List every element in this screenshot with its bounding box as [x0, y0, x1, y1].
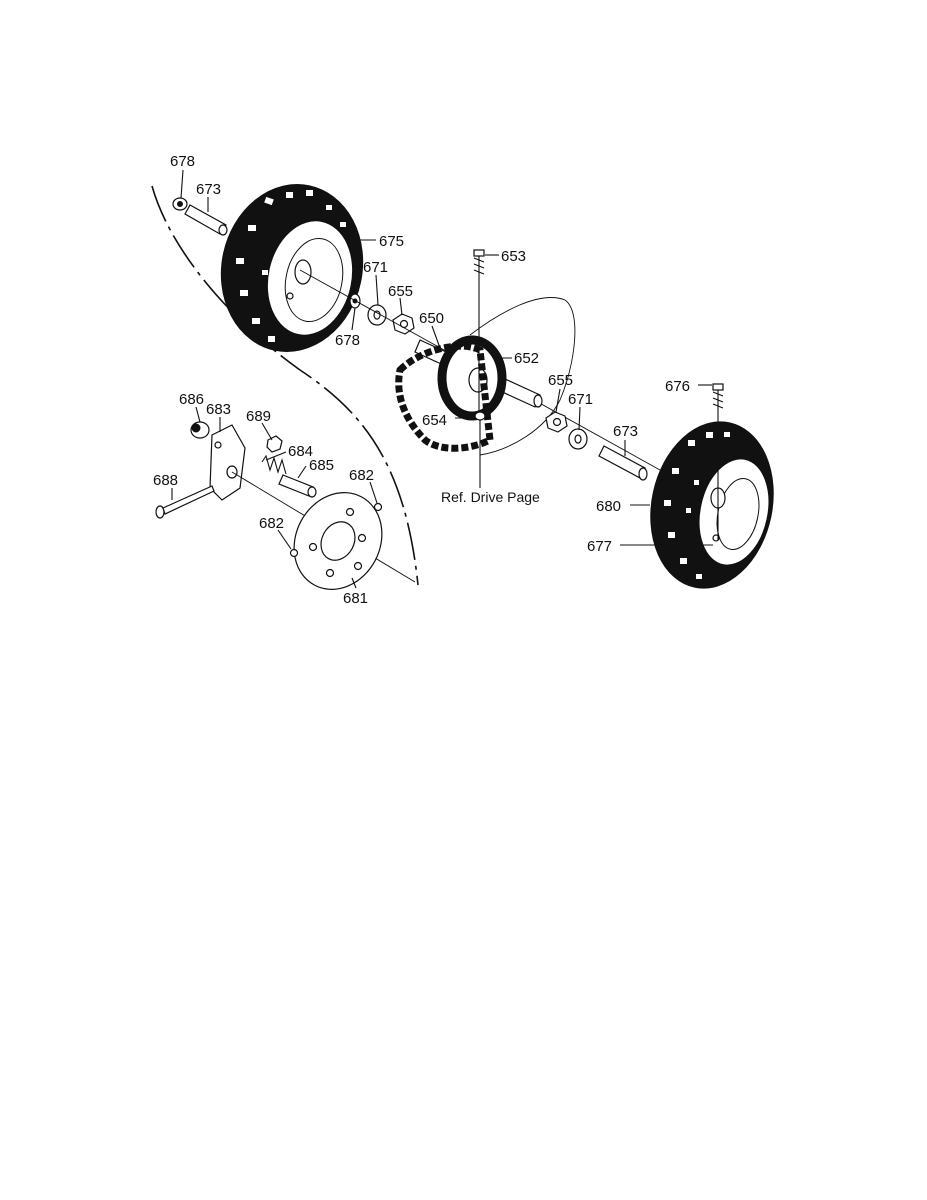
bushing-686 [190, 421, 210, 439]
label-682-left: 682 [259, 515, 284, 532]
left-tire [220, 184, 364, 352]
brake-disc-681 [293, 492, 383, 590]
label-688: 688 [153, 472, 178, 489]
label-681: 681 [343, 590, 368, 607]
label-683: 683 [206, 401, 231, 418]
label-671-left: 671 [363, 259, 388, 276]
spring-684 [261, 454, 287, 475]
bolt-676 [712, 383, 724, 540]
label-689: 689 [246, 408, 271, 425]
label-673-right: 673 [613, 423, 638, 440]
screw-682-right [373, 502, 383, 512]
label-682-right: 682 [349, 467, 374, 484]
drive-housing-outline [469, 297, 576, 456]
nut-655-right [545, 411, 568, 433]
boundary-line [151, 185, 419, 586]
spacer-673-left [184, 204, 228, 236]
label-654: 654 [422, 412, 447, 429]
bolt-653 [473, 249, 485, 420]
right-tire [650, 421, 774, 589]
leader-lines [171, 169, 713, 589]
label-684: 684 [288, 443, 313, 460]
lever-683 [209, 424, 246, 501]
label-678-lower: 678 [335, 332, 360, 349]
label-686: 686 [179, 391, 204, 408]
label-673-left: 673 [196, 181, 221, 198]
chain [395, 342, 494, 452]
label-676: 676 [665, 378, 690, 395]
washer-671-left [367, 304, 387, 326]
label-675: 675 [379, 233, 404, 250]
spacer-673-right [598, 445, 648, 481]
reference-note: Ref. Drive Page [441, 489, 540, 505]
label-655-left: 655 [388, 283, 413, 300]
label-652: 652 [514, 350, 539, 367]
label-678-top: 678 [170, 153, 195, 170]
label-677: 677 [587, 538, 612, 555]
nut-654 [474, 411, 486, 421]
label-685: 685 [309, 457, 334, 474]
bolt-688 [155, 485, 215, 519]
sprocket-652 [437, 335, 507, 421]
washer-671-right [568, 428, 588, 450]
label-655-right: 655 [548, 372, 573, 389]
screw-682-left [289, 548, 299, 558]
label-650: 650 [419, 310, 444, 327]
nut-689 [266, 435, 283, 453]
nut-655-left [392, 313, 415, 335]
label-680: 680 [596, 498, 621, 515]
label-671-right: 671 [568, 391, 593, 408]
label-653: 653 [501, 248, 526, 265]
pin-678-top [172, 197, 188, 211]
pin-685 [278, 474, 317, 498]
